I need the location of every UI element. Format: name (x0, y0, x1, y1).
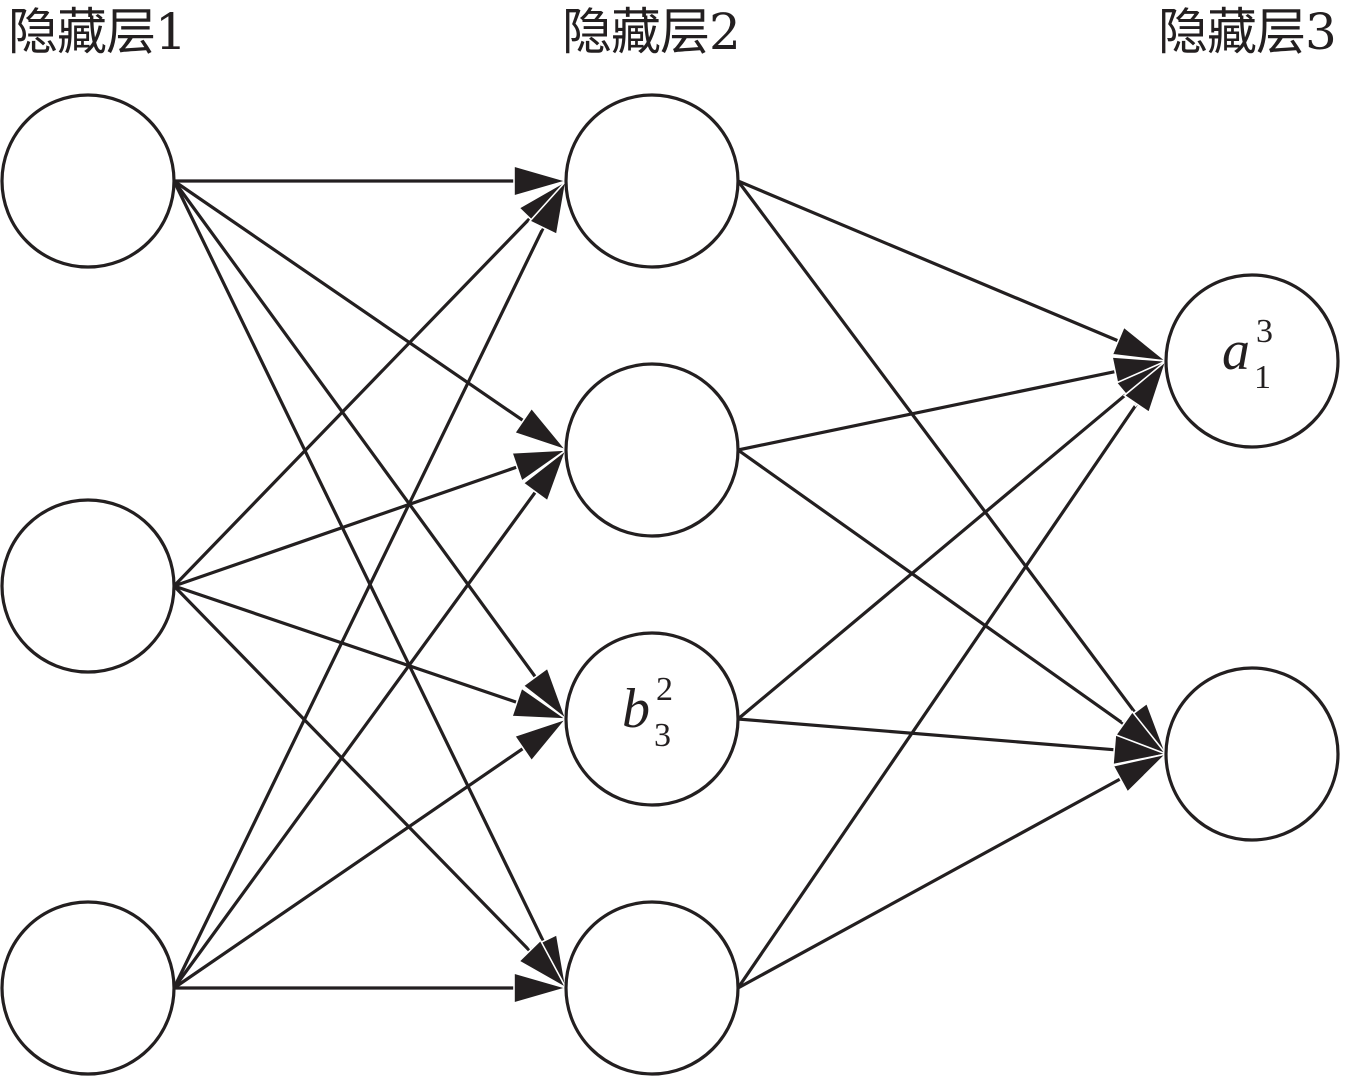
layer-title-hidden-2: 隐藏层2 (562, 3, 741, 61)
arrowhead-icon (513, 717, 569, 763)
neuron-layer2-node1 (564, 93, 740, 269)
edge-l1n1-l2n1 (737, 448, 1128, 728)
edge-l1n0-l2n1 (736, 180, 1139, 717)
neuron-layer2-node2 (564, 362, 740, 538)
edge-l1n1-l2n0 (737, 369, 1120, 452)
arrowhead-icon (513, 406, 569, 452)
edge-l0n0-l1n2 (172, 180, 540, 682)
arrowhead-icon (528, 178, 568, 236)
arrowhead-icon (513, 971, 569, 1005)
edge-l0n0-l1n3 (172, 180, 547, 946)
edge-l1n0-l2n0 (737, 179, 1123, 344)
neuron-layer3-node1 (1164, 273, 1340, 449)
edges-group (172, 179, 1141, 990)
edge-l0n1-l1n1 (173, 464, 522, 588)
node-label-subscript: 1 (1254, 359, 1271, 396)
edge-l0n1-l1n2 (173, 584, 522, 706)
node-label-base: a (1222, 320, 1250, 382)
edge-l1n3-l2n0 (736, 399, 1141, 989)
edge-l1n2-l2n0 (736, 390, 1131, 721)
neuron-layer2-node3 (564, 631, 740, 807)
arrowhead-icon (513, 164, 569, 198)
arrowheads-group (510, 164, 1169, 1005)
edge-l0n1-l1n3 (172, 584, 534, 955)
edge-l0n1-l1n0 (172, 214, 534, 588)
edge-l0n2-l1n2 (173, 744, 528, 990)
arrowhead-icon (510, 449, 569, 483)
edge-l0n0-l1n1 (173, 179, 528, 425)
neuron-layer1-node3 (0, 900, 176, 1076)
node-label-superscript: 2 (656, 671, 673, 708)
node-label-superscript: 3 (1256, 313, 1273, 350)
node-label-base: b (622, 678, 650, 740)
arrowhead-icon (1111, 752, 1169, 794)
node-label-subscript: 3 (654, 717, 671, 754)
arrowhead-icon (521, 447, 568, 503)
neuron-layer1-node1 (0, 93, 176, 269)
neuron-layer3-node2 (1164, 666, 1340, 842)
arrowhead-icon (1122, 358, 1168, 414)
edge-l0n2-l1n0 (172, 223, 547, 989)
edge-l1n2-l2n1 (737, 717, 1119, 752)
arrowhead-icon (510, 686, 569, 720)
layer-title-hidden-3: 隐藏层3 (1158, 3, 1337, 61)
neuron-layer2-node4 (564, 900, 740, 1076)
arrowhead-icon (517, 938, 569, 991)
neuron-layer1-node2 (0, 498, 176, 674)
edge-l1n3-l2n1 (737, 775, 1125, 990)
arrowhead-icon (521, 666, 568, 722)
arrowhead-icon (1111, 325, 1169, 363)
layer-title-hidden-1: 隐藏层1 (8, 3, 187, 61)
edge-l0n2-l1n1 (172, 487, 540, 989)
nodes-group (0, 93, 1340, 1076)
